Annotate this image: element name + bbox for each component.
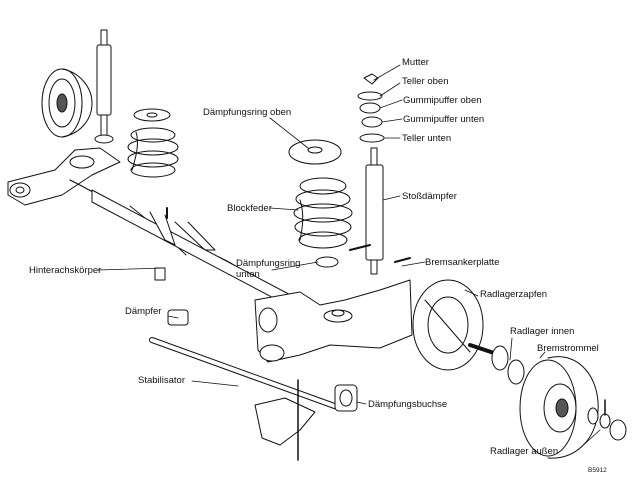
label-mutter: Mutter [402, 57, 429, 68]
left-shock-absorber [94, 29, 114, 144]
right-shock-absorber [365, 147, 384, 275]
stabilizer-bracket [254, 379, 316, 461]
label-bremsankerplatte: Bremsankerplatte [425, 257, 500, 268]
right-trailing-arm [254, 279, 413, 363]
left-trailing-arm [7, 147, 121, 206]
lower-damping-ring [315, 256, 339, 268]
inner-wheel-bearing [491, 345, 525, 385]
label-blockfeder: Blockfeder [227, 203, 272, 214]
label-stabilisator: Stabilisator [138, 375, 185, 386]
label-gummipuffer-unten: Gummipuffer unten [403, 114, 485, 125]
left-brake-drum [41, 68, 93, 138]
label-daempfungsring-unten-line1: Dämpfungsring [236, 258, 301, 269]
label-bremstrommel: Bremstrommel [537, 343, 599, 354]
label-daempfungsring-oben: Dämpfungsring oben [203, 107, 292, 118]
label-teller-oben: Teller oben [402, 76, 449, 87]
label-gummipuffer-oben: Gummipuffer oben [403, 95, 482, 106]
outer-wheel-bearing [587, 399, 627, 441]
label-radlager-aussen: Radlager außen [490, 446, 559, 457]
label-teller-unten: Teller unten [402, 133, 452, 144]
label-daempfer: Dämpfer [125, 306, 162, 317]
brake-anchor-plate [412, 279, 484, 371]
brake-drum [519, 356, 599, 459]
stabilizer-bar [149, 337, 343, 411]
label-hinterachskoerper: Hinterachskörper [29, 265, 102, 276]
figure-code: B5912 [588, 467, 607, 474]
leader-lines [97, 64, 601, 449]
label-daempfungsbuchse: Dämpfungsbuchse [368, 399, 448, 410]
label-stossdaempfer: Stoßdämpfer [402, 191, 457, 202]
label-radlager-innen: Radlager innen [510, 326, 575, 337]
label-daempfungsring-unten-line2: unten [236, 269, 260, 280]
label-radlagerzapfen: Radlagerzapfen [480, 289, 548, 300]
left-coil-spring [127, 108, 179, 178]
bolt [349, 244, 371, 251]
damper-block [167, 309, 189, 326]
block-spring [293, 177, 353, 249]
upper-damping-ring [288, 139, 342, 165]
damping-bushing [334, 384, 358, 412]
